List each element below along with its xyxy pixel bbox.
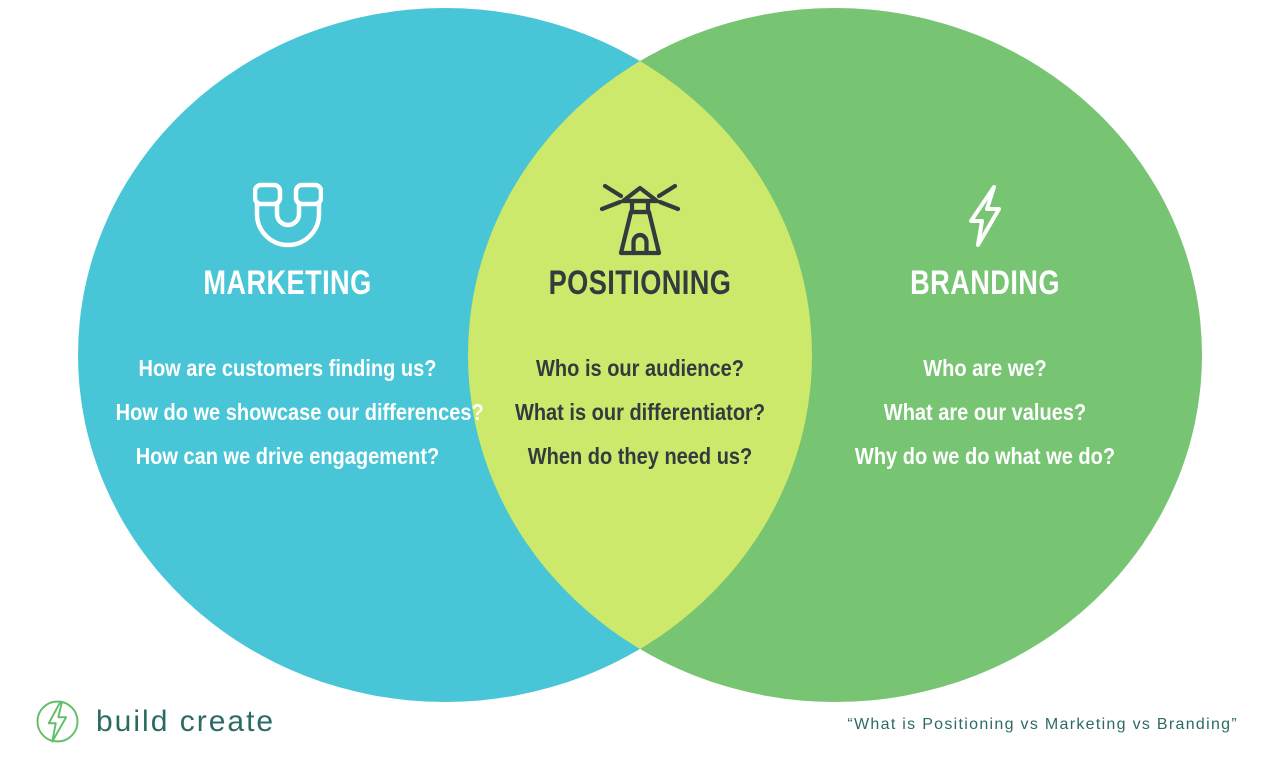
region-marketing: MARKETING How are customers finding us? … — [90, 166, 485, 478]
build-create-logo: build create — [34, 698, 275, 745]
magnet-icon — [90, 166, 485, 266]
positioning-questions: Who is our audience? What is our differe… — [465, 346, 815, 478]
branding-question: Who are we? — [923, 355, 1047, 381]
marketing-question: How are customers finding us? — [138, 355, 437, 381]
logo-word-build: build — [96, 704, 170, 738]
region-branding: BRANDING Who are we? What are our values… — [790, 166, 1180, 478]
marketing-questions: How are customers finding us? How do we … — [90, 346, 485, 478]
positioning-question: What is our differentiator? — [514, 399, 766, 425]
lightning-icon — [790, 166, 1180, 266]
branding-questions: Who are we? What are our values? Why do … — [790, 346, 1180, 478]
positioning-question: Who is our audience? — [536, 355, 744, 381]
logo-word-create: create — [179, 704, 276, 738]
image-caption: “What is Positioning vs Marketing vs Bra… — [847, 716, 1238, 733]
marketing-title: MARKETING — [203, 264, 372, 302]
positioning-overlap — [468, 8, 812, 702]
marketing-question: How can we drive engagement? — [135, 443, 440, 469]
positioning-title: POSITIONING — [548, 264, 732, 302]
branding-question: Why do we do what we do? — [854, 443, 1116, 469]
marketing-question: How do we showcase our differences? — [115, 399, 484, 425]
lighthouse-icon — [465, 166, 815, 266]
region-positioning: POSITIONING Who is our audience? What is… — [465, 166, 815, 478]
bolt-circle-logo-icon — [36, 700, 79, 743]
logo-text: build create — [96, 705, 275, 739]
branding-title: BRANDING — [910, 264, 1060, 302]
branding-question: What are our values? — [883, 399, 1087, 425]
positioning-question: When do they need us? — [527, 443, 753, 469]
